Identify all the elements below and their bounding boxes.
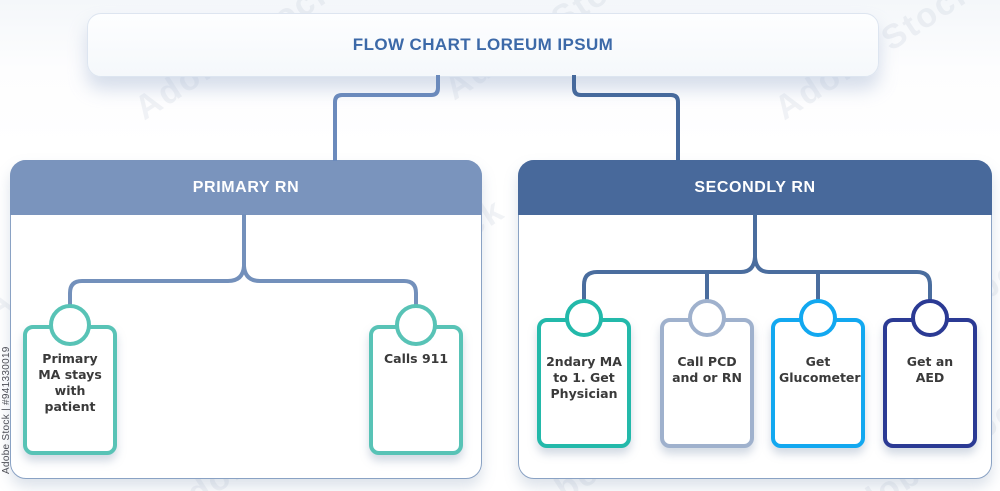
card-primary-ma-stays: Primary MA stays with patient [23, 325, 117, 455]
branch-secondly-header: SECONDLY RN [518, 160, 992, 215]
card-notch-circle [565, 299, 603, 337]
branch-primary-header: PRIMARY RN [10, 160, 482, 215]
card-call-pcd: Call PCD and or RN [660, 318, 754, 448]
card-notch-circle [911, 299, 949, 337]
card-notch-circle [49, 304, 91, 346]
flowchart-title: FLOW CHART LOREUM IPSUM [352, 35, 614, 54]
card-label: Get Glucometer [779, 354, 861, 385]
card-get-glucometer: Get Glucometer [771, 318, 865, 448]
connector-title-to-secondly [572, 75, 680, 161]
card-label: Call PCD and or RN [672, 354, 742, 385]
branch-secondly-label: SECONDLY RN [694, 178, 816, 196]
card-calls-911: Calls 911 [369, 325, 463, 455]
branch-primary-label: PRIMARY RN [192, 178, 300, 196]
card-label: Calls 911 [383, 351, 449, 366]
card-label: Primary MA stays with patient [38, 351, 102, 414]
card-notch-circle [395, 304, 437, 346]
card-label: 2ndary MA to 1. Get Physician [546, 354, 622, 401]
card-notch-circle [688, 299, 726, 337]
connector-title-to-primary [333, 75, 440, 161]
card-2ndary-ma: 2ndary MA to 1. Get Physician [537, 318, 631, 448]
flowchart-title-node: FLOW CHART LOREUM IPSUM [87, 13, 879, 77]
card-get-aed: Get an AED [883, 318, 977, 448]
card-label: Get an AED [906, 354, 954, 385]
card-notch-circle [799, 299, 837, 337]
